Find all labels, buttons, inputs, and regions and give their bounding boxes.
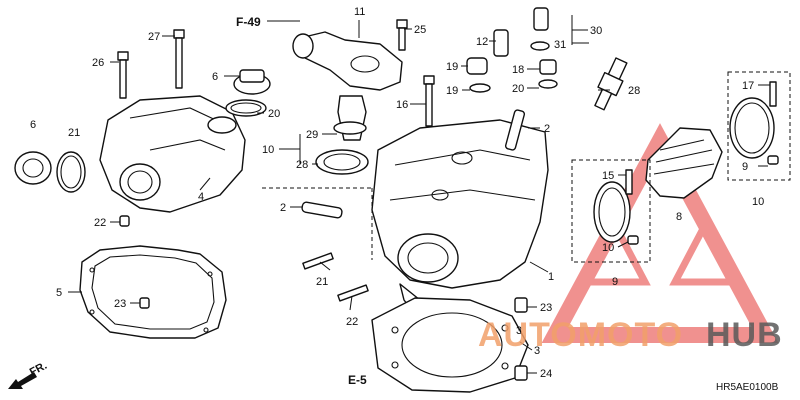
callout-28: 28 bbox=[296, 159, 308, 171]
callout-17: 18 bbox=[512, 64, 524, 76]
callout-22: 22 bbox=[94, 217, 106, 229]
cylinder-head-port bbox=[397, 233, 459, 283]
watermark-text-2: HUB bbox=[706, 316, 783, 354]
callout-31: 31 bbox=[554, 39, 566, 51]
callout-10b: 10 bbox=[602, 242, 614, 254]
callout-13: 12 bbox=[476, 36, 488, 48]
callout-29: 29 bbox=[306, 129, 318, 141]
bolt-part bbox=[117, 29, 185, 99]
callout-10: 9 bbox=[742, 161, 748, 173]
callout-22b: 23 bbox=[114, 298, 126, 310]
watermark-text-1: AUTOMOTO bbox=[478, 316, 683, 354]
callout-6-left: 6 bbox=[30, 119, 36, 131]
forward-arrow-icon bbox=[8, 372, 37, 389]
gasket-part bbox=[79, 245, 227, 339]
callout-4: 4 bbox=[198, 191, 204, 203]
callout-23b: 24 bbox=[540, 368, 552, 380]
callout-labels: 11 25 12 30 31 27 26 6 20 6 21 4 16 19 1… bbox=[30, 6, 764, 380]
callout-1: 1 bbox=[548, 271, 554, 283]
callout-19: 19 bbox=[446, 85, 458, 97]
ref-f49: F-49 bbox=[236, 15, 261, 29]
head-cover-port bbox=[119, 163, 161, 201]
callout-19b: 20 bbox=[512, 83, 524, 95]
callout-11: 10 bbox=[262, 144, 274, 156]
callout-23: 23 bbox=[540, 302, 552, 314]
callout-16: 17 bbox=[742, 80, 754, 92]
ref-fr: FR. bbox=[28, 360, 49, 379]
callout-8: 10 bbox=[752, 196, 764, 208]
callout-26: 27 bbox=[148, 31, 160, 43]
callout-2: 2 bbox=[280, 202, 286, 214]
callout-21b: 22 bbox=[346, 316, 358, 328]
intake-boot-part bbox=[645, 127, 723, 199]
clamp-part bbox=[593, 181, 631, 243]
gasket-inner-outline bbox=[91, 254, 215, 330]
watermark-logo: AUTOMOTO HUB bbox=[478, 316, 783, 354]
clamp-part-2 bbox=[729, 97, 775, 159]
callout-25: 26 bbox=[92, 57, 104, 69]
sensor-part bbox=[493, 29, 509, 57]
ref-e5: E-5 bbox=[348, 373, 367, 387]
o-ring-part-2 bbox=[225, 99, 267, 117]
callout-3: 3 bbox=[534, 345, 540, 357]
callout-9: 9 bbox=[612, 276, 618, 288]
cylinder-gasket-part bbox=[371, 297, 529, 393]
callout-24: 25 bbox=[414, 24, 426, 36]
leader-lines bbox=[68, 15, 770, 374]
callout-7: 8 bbox=[676, 211, 682, 223]
callout-21: 21 bbox=[316, 276, 328, 288]
o-ring-part bbox=[56, 151, 86, 193]
callout-20-left: 21 bbox=[68, 127, 80, 139]
callout-20: 20 bbox=[268, 108, 280, 120]
callout-30: 30 bbox=[590, 25, 602, 37]
callout-2b: 2 bbox=[544, 123, 550, 135]
drawing-code: HR5AE0100B bbox=[716, 382, 779, 393]
callout-15: 16 bbox=[396, 99, 408, 111]
head-cover-part bbox=[99, 95, 246, 213]
callout-14: 15 bbox=[602, 170, 614, 182]
callout-18: 19 bbox=[446, 61, 458, 73]
spark-plug-part bbox=[594, 57, 628, 111]
callout-27: 28 bbox=[628, 85, 640, 97]
head-cover-ridge bbox=[129, 107, 221, 123]
callout-12: 11 bbox=[354, 6, 365, 18]
callout-5: 5 bbox=[56, 287, 62, 299]
callout-3b: 3 bbox=[516, 325, 522, 337]
callout-6: 6 bbox=[212, 71, 218, 83]
oil-filler-cap-part bbox=[14, 151, 52, 185]
thermostat-housing-part bbox=[299, 31, 403, 91]
